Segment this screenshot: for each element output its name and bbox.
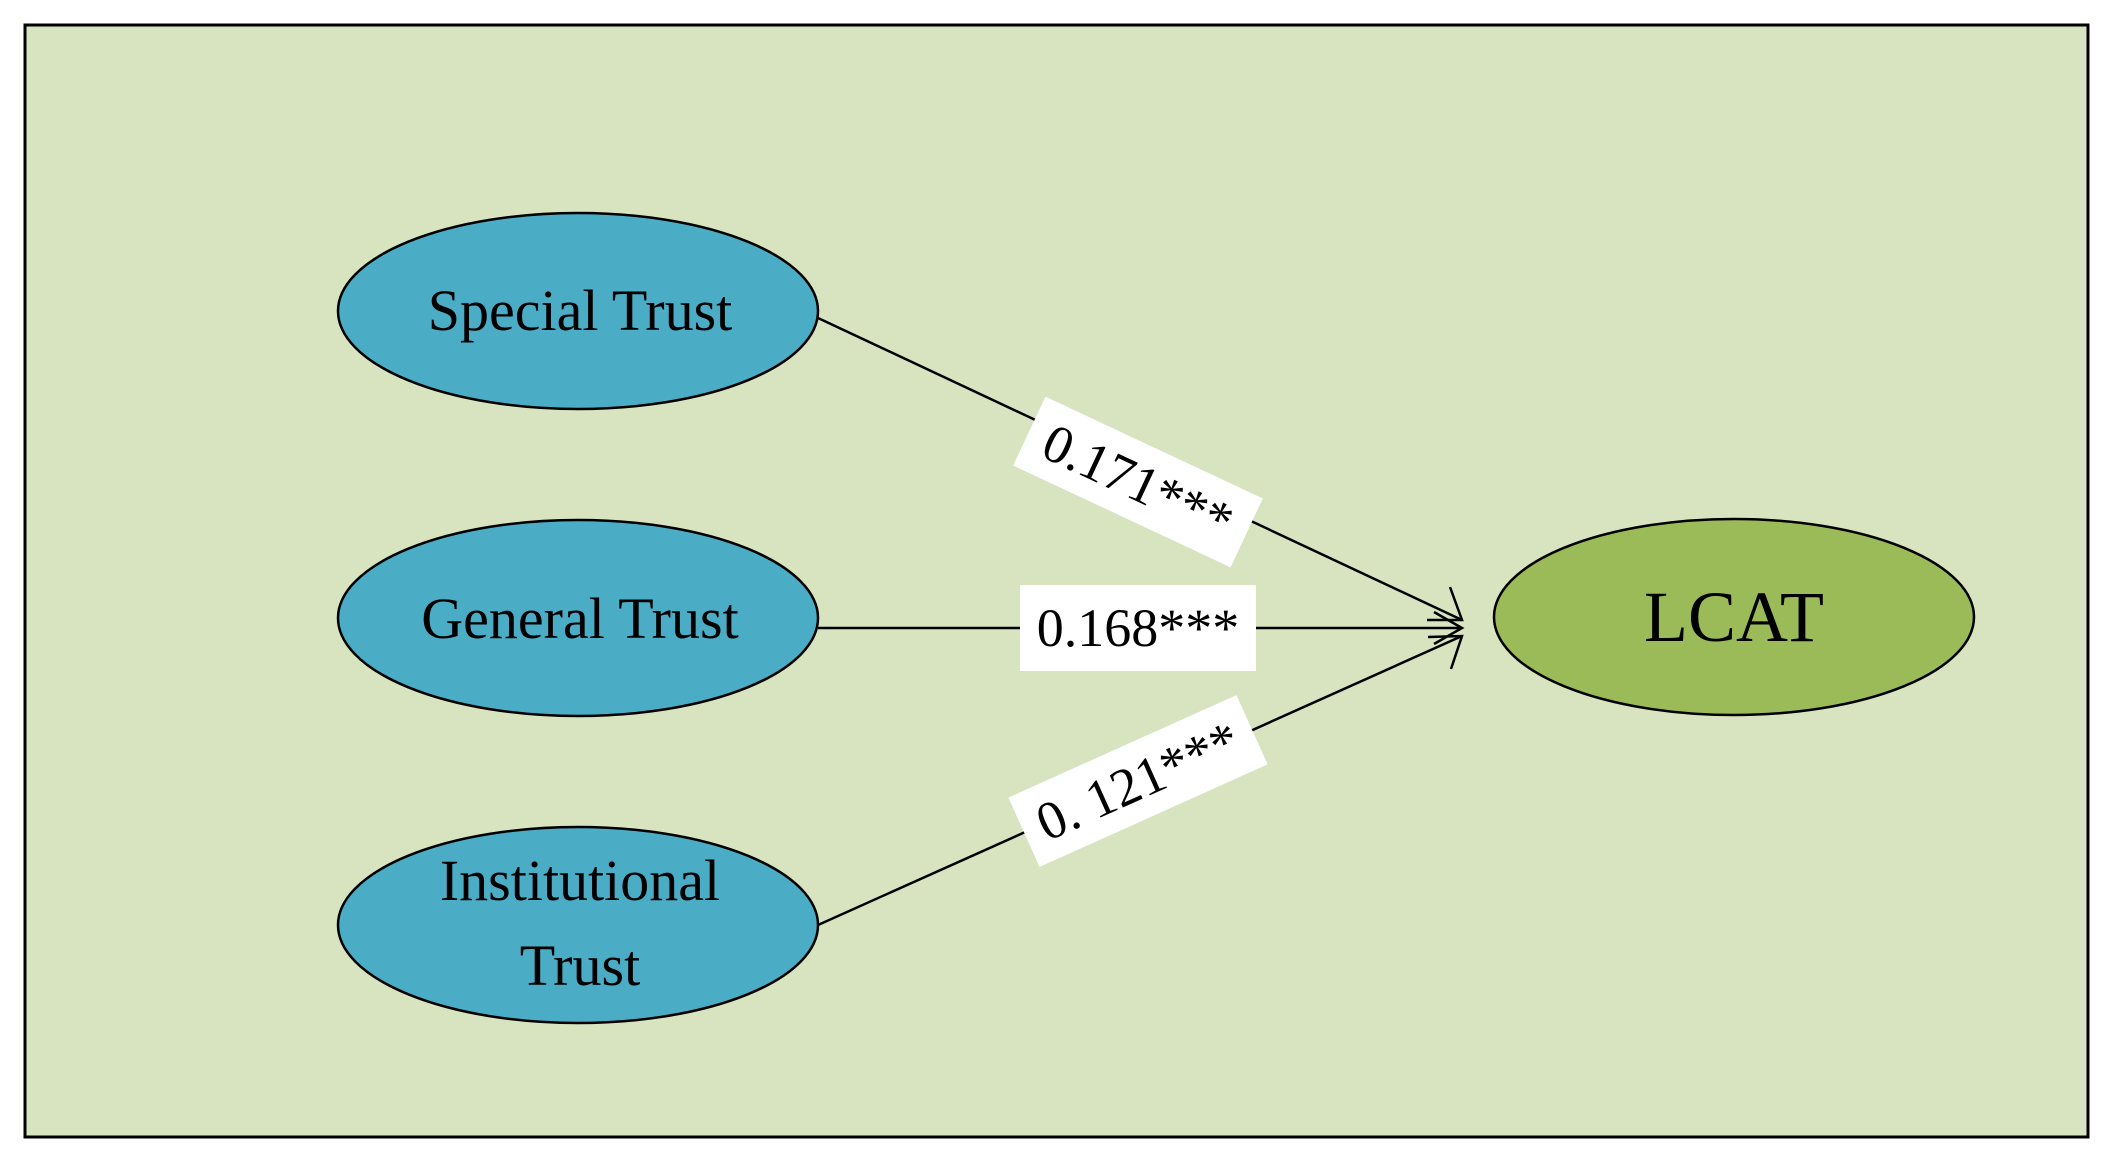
node-institutional-trust-label-line2: Trust: [520, 933, 640, 998]
node-special-trust-shape: [336, 211, 820, 411]
node-general-trust: General Trust: [336, 518, 820, 718]
arrowhead-general: [1433, 610, 1465, 646]
edge-label-institutional-bg: [1008, 695, 1268, 867]
edge-label-general: 0.168***: [1020, 585, 1256, 671]
node-institutional-trust-shape: [336, 825, 820, 1025]
edge-label-general-text: 0.168***: [1037, 598, 1240, 658]
node-general-trust-label: General Trust: [421, 586, 738, 651]
node-special-trust-label: Special Trust: [428, 278, 733, 343]
node-general-trust-shape: [336, 518, 820, 718]
arrowhead-special: [1427, 586, 1464, 622]
edge-label-special-bg: [1013, 396, 1263, 568]
arrowhead-institutional: [1427, 634, 1464, 670]
node-institutional-trust-label-line1: Institutional: [440, 848, 720, 913]
node-lcat-shape: [1492, 517, 1976, 717]
node-lcat: LCAT: [1492, 517, 1976, 717]
node-lcat-label: LCAT: [1644, 577, 1824, 657]
edge-label-general-bg: [1020, 585, 1256, 671]
node-institutional-trust: Institutional Trust: [336, 825, 820, 1025]
node-special-trust: Special Trust: [336, 211, 820, 411]
